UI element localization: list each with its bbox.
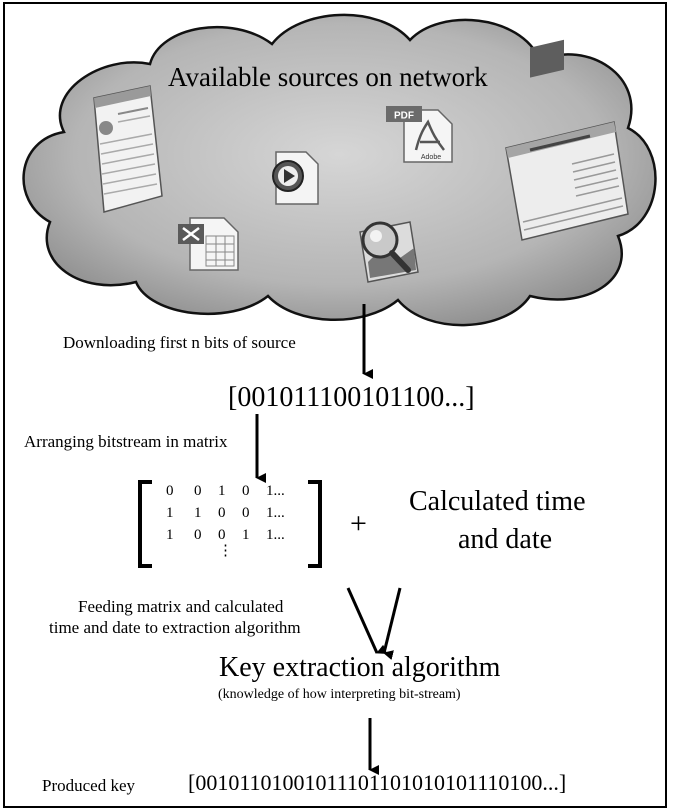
matrix-cell: 1	[166, 505, 174, 521]
matrix-cell: 1	[218, 483, 226, 499]
matrix-cell: 1	[242, 527, 250, 543]
matrix-cell: 1...	[266, 505, 285, 521]
produced-key-label: Produced key	[42, 776, 136, 795]
plus-sign: +	[350, 507, 367, 540]
feed-step-line2: time and date to extraction algorithm	[49, 618, 301, 637]
matrix-brackets	[138, 480, 322, 568]
web-page-icon	[93, 85, 163, 213]
pdf-brand-text: Adobe	[421, 154, 441, 161]
algorithm-subtitle: (knowledge of how interpreting bit-strea…	[218, 687, 461, 702]
matrix-cell: 0	[218, 527, 226, 543]
image-search-icon	[359, 221, 419, 283]
matrix-cell: 0	[218, 505, 226, 521]
flow-arrows	[255, 304, 402, 775]
network-cloud	[22, 13, 657, 327]
download-step-label: Downloading first n bits of source	[63, 333, 296, 352]
newspaper-page-icon	[505, 39, 629, 241]
time-date-line1: Calculated time	[409, 486, 586, 517]
matrix-cell: 0	[194, 527, 202, 543]
pdf-label-text: PDF	[394, 111, 414, 122]
matrix-cell: 1	[194, 505, 202, 521]
bitstream-value: [001011100101100...]	[228, 382, 475, 413]
algorithm-title: Key extraction algorithm	[219, 652, 501, 683]
arrange-step-label: Arranging bitstream in matrix	[24, 432, 228, 451]
feed-step-line1: Feeding matrix and calculated	[78, 597, 284, 616]
cloud-title: Available sources on network	[168, 62, 488, 92]
spreadsheet-icon	[178, 217, 239, 271]
time-date-line2: and date	[458, 524, 553, 555]
produced-key-value: [00101101001011101101010101110100...]	[188, 770, 567, 795]
diagram-frame	[3, 2, 667, 808]
matrix-cell: 0	[242, 483, 250, 499]
matrix-cell: 1	[166, 527, 174, 543]
matrix-cell: 0	[166, 483, 174, 499]
matrix-cell: 0	[194, 483, 202, 499]
matrix-cell: 1...	[266, 527, 285, 543]
matrix-vdots: ⋮	[218, 543, 233, 559]
matrix-cell: 0	[242, 505, 250, 521]
media-player-icon	[272, 151, 319, 205]
matrix-cell: 1...	[266, 483, 285, 499]
pdf-document-icon: PDF Adobe	[386, 106, 453, 163]
